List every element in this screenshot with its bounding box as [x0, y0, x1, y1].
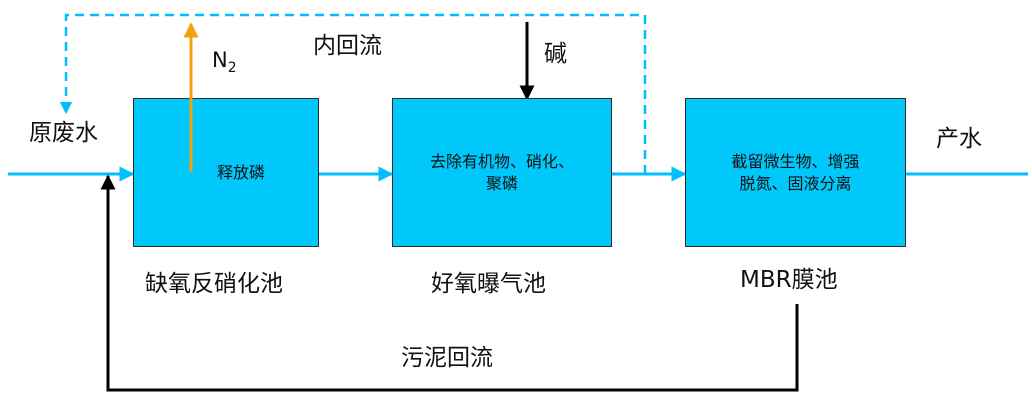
product-water-label: 产水 [936, 126, 982, 152]
sludge-recycle-label: 污泥回流 [401, 345, 493, 371]
anoxic-tank: 释放磷 [133, 98, 319, 247]
mbr-tank-function: 截留微生物、增强 脱氮、固液分离 [731, 151, 859, 194]
raw-water-label: 原废水 [29, 120, 98, 146]
aerobic-tank: 去除有机物、硝化、 聚磷 [392, 98, 612, 247]
aerobic-function-line1: 去除有机物、硝化、 [429, 151, 574, 171]
sludge-recycle-line [100, 174, 799, 392]
anoxic-tank-title: 缺氧反硝化池 [145, 271, 283, 297]
aerobic-tank-function: 去除有机物、硝化、 聚磷 [430, 151, 574, 194]
internal-recycle-label: 内回流 [313, 33, 382, 59]
aerobic-tank-title: 好氧曝气池 [431, 271, 546, 297]
mbr-tank: 截留微生物、增强 脱氮、固液分离 [685, 98, 906, 247]
mbr-tank-title: MBR膜池 [740, 267, 838, 293]
mbr-function-line1: 截留微生物、增强 [731, 151, 860, 171]
n2-label: N2 [212, 48, 237, 76]
internal-recycle-line [59, 13, 647, 174]
mbr-function-line2: 脱氮、固液分离 [739, 173, 852, 193]
n2-symbol: N [212, 48, 228, 72]
n2-subscript: 2 [227, 60, 237, 76]
alkali-label: 碱 [544, 41, 567, 67]
anoxic-tank-function: 释放磷 [216, 162, 265, 182]
aerobic-function-line2: 聚磷 [485, 173, 518, 193]
